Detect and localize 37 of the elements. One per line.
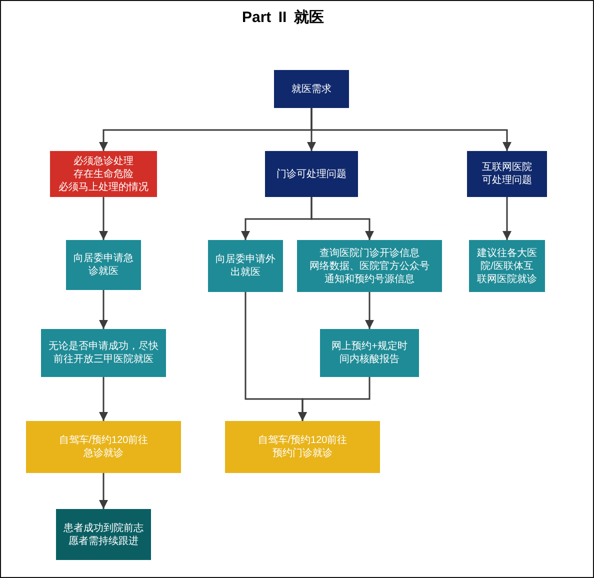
process-box (265, 151, 358, 197)
process-box (297, 240, 442, 292)
box-text: 网络数据、医院官方公众号通知和预约号源信息 (308, 260, 430, 286)
box-text: 建议往各大医院/医联体互联网医院就诊 (476, 246, 538, 286)
arrow (310, 108, 512, 151)
box-text: 自驾车/预约120前往急诊就诊 (58, 434, 150, 460)
arrow (502, 197, 512, 240)
arrow (99, 197, 108, 240)
box-text: 必须急诊处理存在生命危险必须马上处理的情况 (58, 154, 148, 194)
arrow (298, 377, 370, 421)
box-text: 就医需求 (292, 82, 332, 96)
arrow (99, 377, 108, 421)
title: Part II 就医 (242, 9, 324, 27)
process-box (41, 329, 166, 377)
process-box (208, 240, 283, 292)
process-box (225, 421, 380, 473)
box-text: 无论是否申请成功，尽快前往开放三甲医院就医 (48, 340, 160, 366)
box-text: 自驾车/预约120前往预约门诊就诊 (256, 434, 348, 460)
process-box (320, 329, 419, 377)
process-box (274, 70, 349, 108)
process-box (26, 421, 181, 473)
process-box (469, 240, 545, 292)
arrow (310, 197, 374, 240)
arrow (365, 292, 374, 329)
process-box (66, 240, 141, 290)
box-text: 患者成功到院前志愿者需持续跟进 (63, 522, 144, 548)
box-text: 查询医院门诊开诊信息 (320, 246, 420, 260)
process-box (50, 151, 157, 197)
process-box (56, 509, 151, 560)
arrow (99, 473, 108, 509)
box-text: 门诊可处理问题 (276, 168, 346, 180)
process-box (467, 151, 547, 197)
box-text: 向居委申请外出就医 (214, 253, 276, 279)
arrow (99, 290, 108, 329)
box-text: 向居委申请急诊就医 (72, 252, 134, 278)
box-text: 互联网医院可处理问题 (481, 161, 533, 187)
box-text: 网上预约+规定时间内核酸报告 (330, 340, 408, 366)
